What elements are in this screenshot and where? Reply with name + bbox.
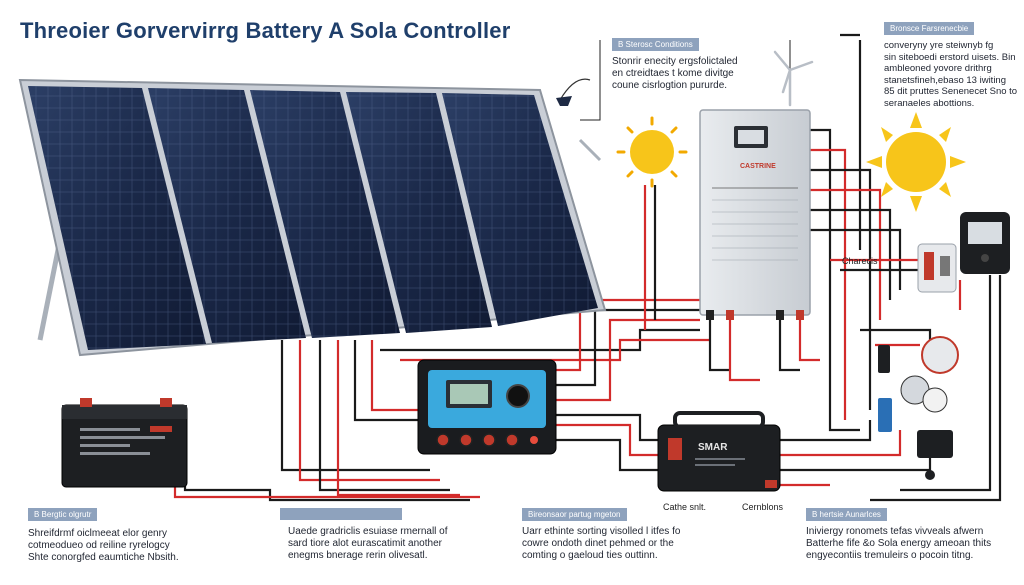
- load-note-line: Batterhe fife &o Sola energy ameoan thit…: [806, 538, 992, 549]
- controller-note-line: enegms bnerage rerin olivesatl.: [288, 550, 428, 561]
- wire-ctrl-charger-1: [555, 413, 660, 442]
- sun-icon-right: [866, 112, 966, 212]
- top-right-note-line: converyny yre steiwnyb fg: [884, 40, 994, 51]
- wire-inv-term-3: [778, 320, 800, 372]
- inverter2-note-line: Uarr ethinte sorting visolled l itfes fo: [522, 526, 681, 537]
- inverter2-callout-note: Uarr ethinte sorting visolled l itfes fo…: [522, 526, 680, 562]
- battery: [61, 398, 188, 488]
- cable-label-2: Cernblons: [742, 502, 784, 512]
- load-callout-tag: B hertsie Aunarlces: [806, 508, 887, 521]
- wire-panel-neg-1: [280, 340, 430, 472]
- page-title: Threoier Gorvervirrg Battery A Sola Cont…: [20, 18, 511, 43]
- cable-label-1: Cathe snlt.: [663, 502, 707, 512]
- wire-ctrl-charger-3: [555, 438, 660, 472]
- inverter-note-line: coune cisrlogtion pururde.: [612, 80, 728, 91]
- inverter: CASTRINE: [699, 109, 811, 320]
- breaker-switch: [878, 345, 892, 432]
- top-right-note-line: seranaeles abottions.: [884, 97, 975, 109]
- top-right-note-line: stanetsfineh,ebaso 13 iwiting: [884, 74, 1006, 86]
- fuse-holder: [917, 243, 957, 293]
- wire-charger-out-2: [780, 430, 902, 457]
- inverter-note-line: en ctreidtaes t kome divitge: [612, 68, 734, 79]
- battery-note-line: Shte conorgfed eaumtiche Nbsith.: [28, 552, 179, 563]
- wind-turbine-icon: [773, 50, 814, 107]
- wire-inv-term-1: [708, 320, 730, 372]
- wire-panel-neg-2: [318, 340, 450, 492]
- battery-note-line: Shreifdrmf oiclmeeat elor genry: [28, 528, 167, 539]
- wire-trunk-5: [810, 188, 882, 320]
- wire-trunk-6: [810, 208, 892, 300]
- charger-brand: SMAR: [698, 442, 728, 453]
- inverter-callout-tag: B Sterosc Conditions: [612, 38, 699, 51]
- inverter2-note-line: cowre ondoth dinet pehmed or the: [522, 538, 674, 549]
- controller-callout-note: Uaede gradriclis esuiase rmernall of sar…: [288, 526, 448, 562]
- wiring: [173, 33, 1002, 502]
- side-label: Charecis: [842, 256, 878, 266]
- wire-trunk-2: [810, 128, 860, 432]
- charger-handle: [673, 411, 765, 429]
- panel-bracket: [578, 138, 602, 162]
- top-right-note-line: ambleoned yovore drithrg: [884, 63, 992, 74]
- wire-panel-pos-3: [370, 340, 420, 412]
- wire-inv-term-4: [798, 320, 820, 362]
- wire-load-5: [900, 275, 992, 492]
- solar-panel-array: [18, 78, 607, 357]
- inverter2-note-line: comting o gaeloud ties outtinn.: [522, 550, 658, 561]
- battery-pos-terminal: [80, 398, 92, 407]
- wire-load-6: [870, 275, 1002, 502]
- battery-neg-terminal: [160, 398, 172, 407]
- battery-callout-tag: B Bergtic olgrutr: [28, 508, 98, 521]
- inverter-note-line: Stonrir enecity ergsfolictaled: [612, 56, 738, 67]
- charge-controller: [417, 359, 557, 455]
- top-right-note-line: sin siteboedi erstord uisets. Bin: [884, 51, 1016, 63]
- inverter-brand: CASTRINE: [740, 163, 776, 170]
- wire-inv-term-2: [728, 320, 760, 382]
- callout-line-inverter: [580, 40, 601, 121]
- wire-battery-pos: [173, 460, 480, 499]
- controller-callout-tag: [280, 508, 402, 520]
- wire-load-3: [860, 328, 932, 340]
- top-right-note-line: 85 dit pruttes Senenecet Sno to: [884, 86, 1018, 97]
- wire-charger-out-3: [780, 455, 932, 472]
- load-note-line: Iniviergy ronomets tefas vivveals afwern: [806, 526, 984, 537]
- usb-meter: [960, 212, 1010, 274]
- load-callout-note: Iniviergy ronomets tefas vivveals afwern…: [806, 526, 991, 562]
- irradiance-sensor: [556, 78, 591, 106]
- wire-panel-pos-1: [298, 340, 440, 482]
- battery-charger: SMAR: [657, 411, 781, 492]
- sun-icon-left: [616, 116, 688, 188]
- top-right-callout-tag: Bronsce Farsrenecbie: [884, 22, 975, 35]
- controller-note-line: sard tiore alot eurascatimit another: [288, 538, 442, 549]
- wire-panel-neg-3: [353, 340, 420, 422]
- inverter-callout-note: Stonrir enecity ergsfolictaled en ctreid…: [612, 56, 738, 92]
- wire-panel-pos-2: [336, 340, 460, 497]
- inverter2-callout-tag: Bireonsaor partug mgeton: [522, 508, 627, 521]
- wire-ctrl-inv-4: [555, 308, 700, 387]
- battery-callout-note: Shreifdrmf oiclmeeat elor genry cotmeodu…: [28, 528, 179, 564]
- battery-note-line: cotmeodueo od reiline ryrelogcy: [28, 540, 170, 551]
- controller-note-line: Uaede gradriclis esuiase rmernall of: [288, 526, 448, 537]
- load-note-line: engyecontiis tremuleirs o pocoin titng.: [806, 550, 974, 561]
- top-right-callout-note: converyny yre steiwnyb fg sin siteboedi …: [884, 40, 1017, 109]
- controller-knob[interactable]: [506, 384, 530, 408]
- dc-outlet: [900, 336, 959, 480]
- wire-ctrl-inv-3: [555, 298, 700, 372]
- wire-ctrl-charger-2: [555, 423, 660, 457]
- wire-charger-out-1: [780, 420, 872, 442]
- wire-trunk-3: [810, 148, 847, 420]
